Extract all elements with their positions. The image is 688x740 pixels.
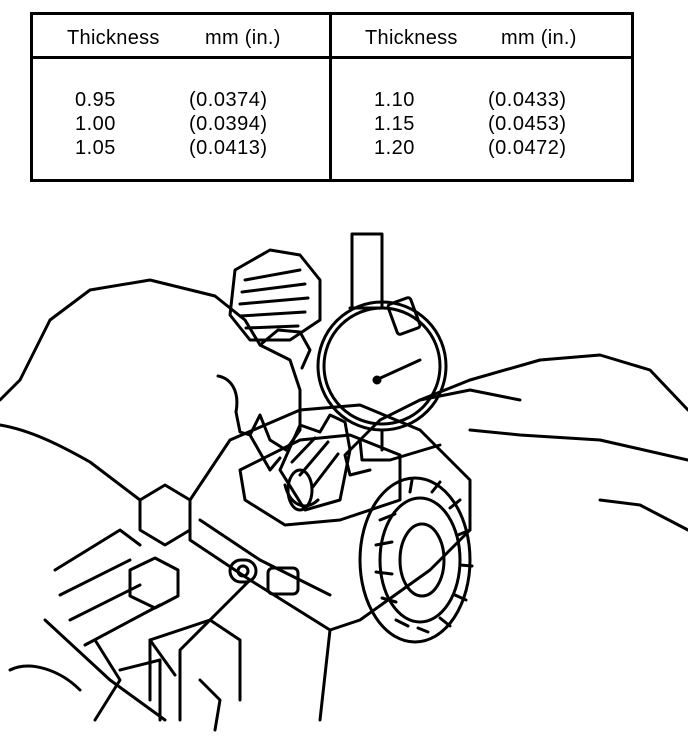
left-hand	[0, 278, 312, 502]
table-header: Thickness mm (in.) Thickness mm (in.)	[33, 15, 631, 59]
table-cell-in: (0.0472)	[488, 137, 567, 159]
table-cell-in: (0.0394)	[189, 113, 268, 135]
table-cell-mm: 1.00	[75, 113, 116, 135]
side-bearing	[358, 476, 474, 644]
header-unit-right: mm (in.)	[501, 27, 577, 49]
header-unit-left: mm (in.)	[205, 27, 281, 49]
dial-indicator-differential-illustration	[0, 200, 688, 740]
column-divider	[329, 15, 332, 179]
dial-gauge-icon	[316, 296, 448, 452]
right-hand	[343, 353, 688, 532]
table-cell-mm: 1.05	[75, 137, 116, 159]
table-cell-mm: 0.95	[75, 89, 116, 111]
table-cell-in: (0.0433)	[488, 89, 567, 111]
vise-base	[8, 618, 242, 732]
table-cell-in: (0.0413)	[189, 137, 268, 159]
thickness-spec-table: Thickness mm (in.) Thickness mm (in.) 0.…	[30, 12, 634, 182]
table-cell-mm: 1.20	[374, 137, 415, 159]
differential-housing	[43, 248, 472, 722]
table-cell-in: (0.0374)	[189, 89, 268, 111]
header-thickness-right: Thickness	[365, 27, 458, 49]
table-cell-mm: 1.10	[374, 89, 415, 111]
table-cell-in: (0.0453)	[488, 113, 567, 135]
table-cell-mm: 1.15	[374, 113, 415, 135]
differential-gears	[278, 413, 352, 512]
indicator-stand	[348, 232, 386, 310]
header-thickness-left: Thickness	[67, 27, 160, 49]
